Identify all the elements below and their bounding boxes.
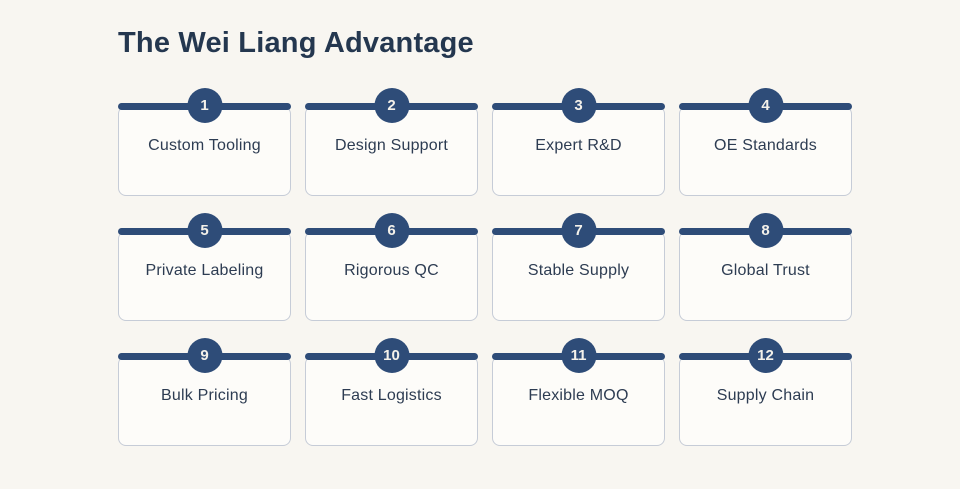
advantage-section: The Wei Liang Advantage 1 Custom Tooling… (118, 26, 852, 446)
number-badge: 11 (561, 338, 596, 373)
number-badge: 8 (748, 213, 783, 248)
advantage-label: Bulk Pricing (161, 387, 248, 404)
advantage-label: OE Standards (714, 137, 817, 154)
advantage-label: Stable Supply (527, 262, 630, 279)
card-body: Custom Tooling (118, 106, 291, 196)
advantage-label: Rigorous QC (344, 262, 439, 279)
page-title: The Wei Liang Advantage (118, 27, 474, 59)
advantage-card: 8 Global Trust (679, 213, 852, 321)
advantage-grid: 1 Custom Tooling 2 Design Support 3 Expe… (118, 88, 852, 446)
card-body: Expert R&D (492, 106, 665, 196)
advantage-label: Supply Chain (716, 387, 815, 404)
advantage-label: Flexible MOQ (528, 387, 629, 404)
advantage-label: Expert R&D (535, 137, 622, 154)
advantage-card: 10 Fast Logistics (305, 338, 478, 446)
advantage-card: 9 Bulk Pricing (118, 338, 291, 446)
advantage-label: Private Labeling (145, 262, 264, 279)
advantage-card: 2 Design Support (305, 88, 478, 196)
advantage-card: 4 OE Standards (679, 88, 852, 196)
advantage-card: 12 Supply Chain (679, 338, 852, 446)
advantage-label: Design Support (334, 137, 449, 154)
advantage-card: 5 Private Labeling (118, 213, 291, 321)
number-badge: 7 (561, 213, 596, 248)
advantage-label: Global Trust (721, 262, 810, 279)
number-badge: 9 (187, 338, 222, 373)
number-badge: 6 (374, 213, 409, 248)
advantage-label: Fast Logistics (341, 387, 442, 404)
advantage-label: Custom Tooling (148, 137, 261, 154)
number-badge: 3 (561, 88, 596, 123)
advantage-card: 7 Stable Supply (492, 213, 665, 321)
number-badge: 5 (187, 213, 222, 248)
advantage-card: 11 Flexible MOQ (492, 338, 665, 446)
number-badge: 1 (187, 88, 222, 123)
number-badge: 2 (374, 88, 409, 123)
number-badge: 12 (748, 338, 783, 373)
number-badge: 4 (748, 88, 783, 123)
number-badge: 10 (374, 338, 409, 373)
advantage-card: 3 Expert R&D (492, 88, 665, 196)
advantage-card: 1 Custom Tooling (118, 88, 291, 196)
advantage-card: 6 Rigorous QC (305, 213, 478, 321)
